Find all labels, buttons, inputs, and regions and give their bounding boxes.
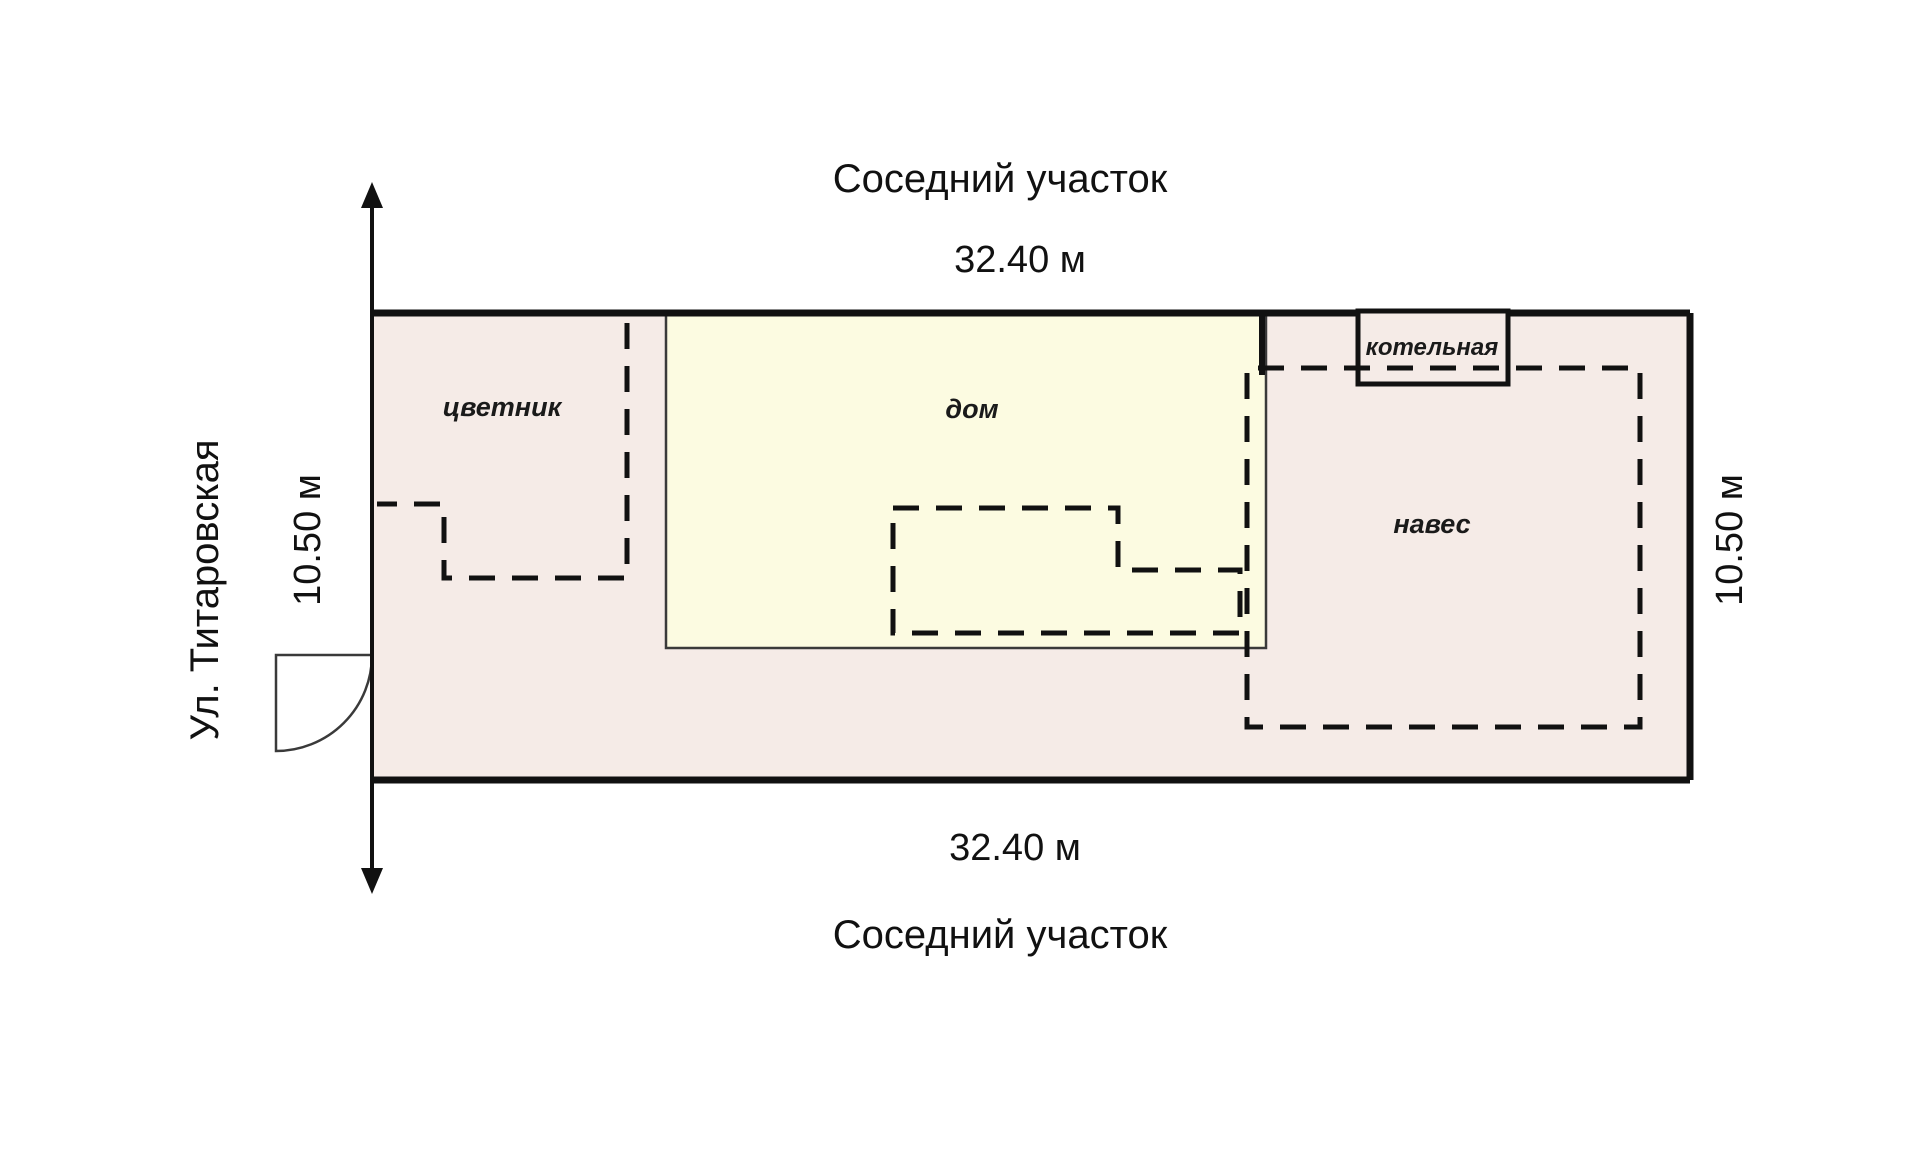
dimension-bottom: 32.40 м [949,827,1081,869]
neighbor-plot-label-top: Соседний участок [833,157,1168,201]
zone-label-boiler-room: котельная [1366,334,1499,361]
boiler-room-footprint [1355,308,1511,387]
dimension-arrow-top [361,182,383,208]
street-name-label: Ул. Титаровская [183,439,227,740]
dimension-arrow-bottom [361,868,383,894]
house-interior-dashed-outline [890,505,1243,636]
house-footprint [664,311,1268,650]
dimension-top: 32.40 м [954,239,1086,281]
flowerbed-dashed-outline [377,323,630,581]
carport-dashed-outline [1244,365,1643,730]
neighbor-plot-label-bottom: Соседний участок [833,913,1168,957]
zone-label-carport: навес [1393,509,1470,539]
dimension-right: 10.50 м [1709,474,1751,606]
zone-label-flowerbed: цветник [443,392,563,422]
zone-label-house: дом [945,394,998,424]
dimension-left: 10.50 м [287,474,329,606]
